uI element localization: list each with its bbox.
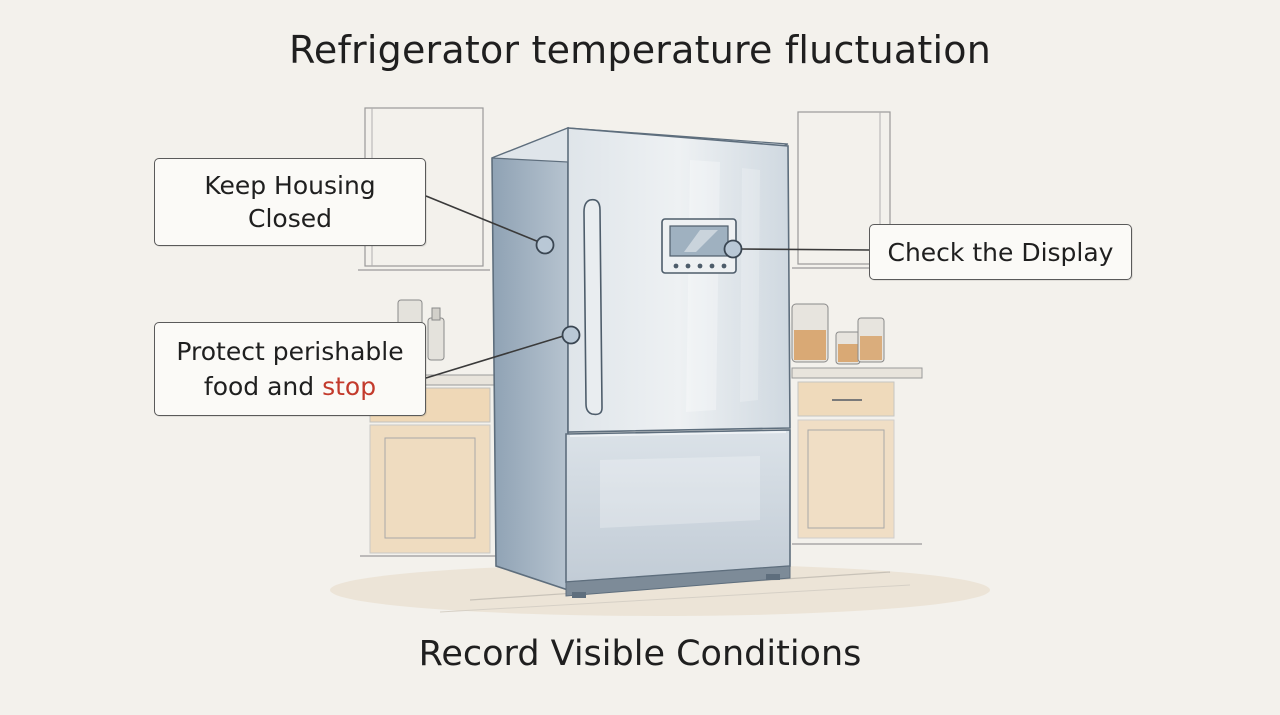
left-cabinets [358, 107, 499, 557]
right-cabinets [791, 111, 923, 545]
callout-housing-line1: Keep Housing [204, 171, 376, 200]
leader-lines [425, 195, 870, 379]
marker-food [561, 325, 581, 345]
callout-food-accent-word: stop [322, 372, 377, 401]
diagram-title: Refrigerator temperature fluctuation [289, 28, 991, 72]
callout-check-display: Check the Display [869, 224, 1132, 280]
diagram-footer: Record Visible Conditions [418, 634, 862, 674]
callout-protect-food: Protect perishable food and stop [154, 322, 426, 416]
markers [535, 235, 743, 345]
callout-display-text: Check the Display [887, 237, 1114, 267]
marker-housing [535, 235, 555, 255]
callout-food-line2-prefix: food and [203, 372, 323, 401]
callout-food-line2: food and stop [176, 369, 403, 404]
callout-keep-housing-closed: Keep Housing Closed [154, 158, 426, 246]
refrigerator [491, 126, 791, 598]
marker-display [723, 239, 743, 259]
callout-food-line1: Protect perishable [176, 337, 404, 366]
callout-housing-line2: Closed [248, 204, 332, 233]
